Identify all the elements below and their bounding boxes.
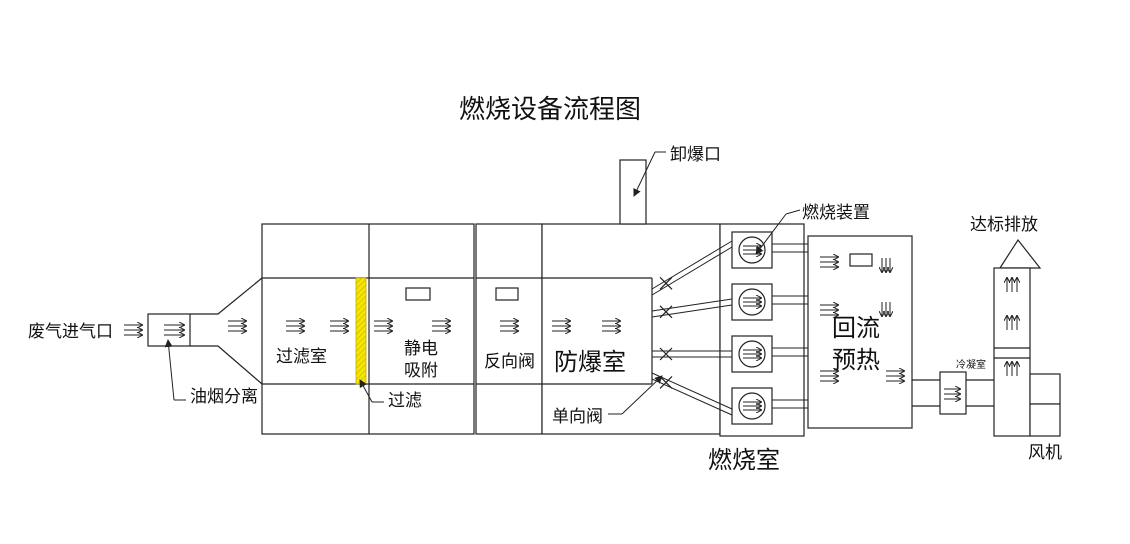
flow-arrow-right <box>820 305 838 315</box>
leader-one-way-valve <box>621 375 663 415</box>
burner-unit <box>731 387 808 425</box>
burst-port-stack <box>619 159 647 225</box>
flow-arrow-up <box>1007 278 1017 292</box>
label-fan: 风机 <box>1028 443 1062 463</box>
label-check-valve-room: 反向阀 <box>484 352 535 372</box>
label-oil-smoke: 油烟分离 <box>190 387 258 407</box>
inlet-funnel <box>190 277 263 385</box>
fan-upper <box>1029 373 1061 405</box>
explosion-room <box>541 223 721 435</box>
label-filter: 过滤 <box>388 391 422 411</box>
valve-indicator <box>495 287 519 301</box>
preheat-indicator <box>849 253 873 267</box>
flow-arrow-right <box>286 321 304 331</box>
condenser <box>939 371 967 415</box>
label-burst-port: 卸爆口 <box>670 145 721 165</box>
burner-group <box>731 231 808 425</box>
flow-arrow-right <box>500 321 518 331</box>
pipe-with-valve <box>651 240 733 296</box>
stack-cap <box>998 238 1042 269</box>
flow-arrow-right <box>228 321 246 331</box>
filter-media <box>355 277 367 385</box>
flow-arrow-right <box>602 321 620 331</box>
pipe-with-valve <box>651 298 733 319</box>
flow-arrows <box>124 257 1017 399</box>
distribution-pipes <box>651 240 733 416</box>
filter-housing <box>261 223 475 435</box>
flow-arrow-right <box>886 371 904 381</box>
burner-unit <box>731 283 808 321</box>
label-reflow-preheat: 回流预热 <box>832 314 880 374</box>
label-inlet: 废气进气口 <box>28 322 113 342</box>
reflow-preheat <box>807 235 913 429</box>
label-filter-room: 过滤室 <box>276 347 327 367</box>
flow-arrow-down <box>882 258 890 272</box>
fan-lower <box>1029 403 1061 437</box>
flow-arrow-right <box>820 257 838 267</box>
flow-arrow-right <box>820 371 838 381</box>
label-condenser: 冷凝室 <box>956 358 986 371</box>
flow-arrow-right <box>432 321 450 331</box>
leader-filter <box>359 379 373 403</box>
flow-arrow-up <box>1007 362 1017 376</box>
flow-arrow-up <box>1007 316 1017 330</box>
burner-unit <box>731 231 808 269</box>
flow-arrow-right <box>164 325 184 335</box>
flow-arrow-right <box>552 321 570 331</box>
label-esp: 静电吸附 <box>404 339 438 381</box>
esp-indicator <box>405 287 431 301</box>
discharge-stack <box>993 267 1031 437</box>
flow-arrow-right <box>944 389 960 399</box>
burner-unit <box>731 335 808 373</box>
check-valve-room <box>475 223 543 435</box>
pipe-with-valve <box>652 347 732 361</box>
leader-oil-smoke <box>164 339 175 401</box>
label-one-way-valve: 单向阀 <box>552 407 603 427</box>
label-combustion-device: 燃烧装置 <box>802 203 870 223</box>
flow-arrow-right <box>124 325 142 335</box>
label-combustion-room: 燃烧室 <box>708 446 780 474</box>
flow-arrow-right <box>330 321 348 331</box>
flow-arrow-right <box>374 321 392 331</box>
flow-arrow-down <box>882 302 890 316</box>
diagram-title: 燃烧设备流程图 <box>459 95 641 125</box>
label-discharge: 达标排放 <box>970 215 1038 235</box>
leader-burst-port <box>633 151 656 197</box>
leader-combustion-device <box>755 213 787 255</box>
label-explosion-room: 防爆室 <box>554 348 626 376</box>
